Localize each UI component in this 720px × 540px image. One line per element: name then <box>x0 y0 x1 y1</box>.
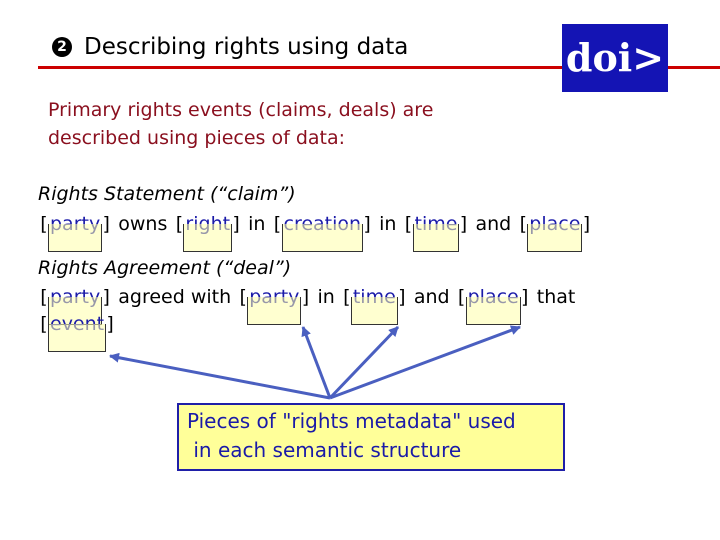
claim-place-token: place <box>527 213 583 252</box>
deal-that: that <box>536 286 576 308</box>
claim-creation-token: creation <box>281 213 363 252</box>
intro-line-1: Primary rights events (claims, deals) ar… <box>48 99 434 121</box>
deal-event-token: event <box>47 313 107 352</box>
deal-and: and <box>413 286 450 308</box>
claim-and: and <box>475 213 512 235</box>
slide-title-text: Describing rights using data <box>84 34 409 60</box>
slide-number-badge: 2 <box>52 37 72 57</box>
deal-heading: Rights Agreement (“deal”) <box>38 257 292 279</box>
deal-place-token: place <box>465 286 521 325</box>
arrow-to-party <box>301 326 332 399</box>
claim-party-token: party <box>47 213 103 252</box>
callout-line-1: Pieces of "rights metadata" used <box>187 409 516 433</box>
deal-structure-line-2: [event] <box>40 313 114 352</box>
title-underline <box>38 66 720 69</box>
claim-heading: Rights Statement (“claim”) <box>38 183 296 205</box>
deal-time-token: time <box>350 286 398 325</box>
claim-right-token: right <box>183 213 232 252</box>
slide-title: 2 Describing rights using data <box>52 34 408 60</box>
intro-text: Primary rights events (claims, deals) ar… <box>48 96 433 152</box>
arrow-to-time <box>328 325 400 400</box>
deal-party2-token: party <box>247 286 302 325</box>
intro-line-2: described using pieces of data: <box>48 127 346 149</box>
claim-in-1: in <box>248 213 266 235</box>
claim-owns: owns <box>118 213 168 235</box>
claim-time-token: time <box>412 213 460 252</box>
deal-in: in <box>317 286 335 308</box>
claim-structure: [party] owns [right] in [creation] in [t… <box>40 213 591 252</box>
callout-line-2: in each semantic structure <box>187 438 462 462</box>
deal-agreed-with: agreed with <box>118 286 232 308</box>
claim-in-2: in <box>379 213 397 235</box>
doi-logo: doi> <box>562 24 668 92</box>
arrow-to-event <box>109 352 331 400</box>
rights-metadata-callout: Pieces of "rights metadata" used in each… <box>177 403 565 471</box>
arrow-to-place <box>329 325 521 400</box>
